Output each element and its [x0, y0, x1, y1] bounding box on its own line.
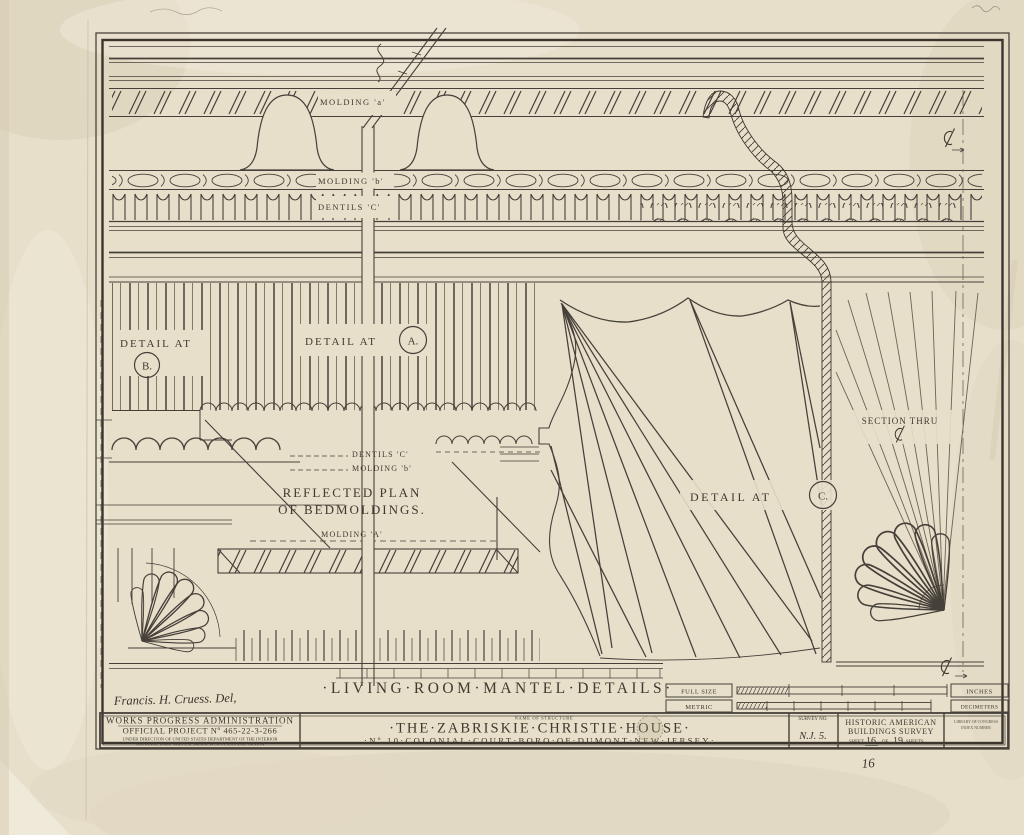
survey-no-label: SURVEY NO. [798, 717, 827, 722]
sheet-word: SHEET [849, 740, 864, 745]
rope-molding-band [112, 90, 982, 116]
fan-scalloped-top [559, 297, 821, 323]
total-sheets: 19 [893, 736, 903, 747]
of-word: OF [882, 740, 888, 745]
label-reflected-plan-1: REFLECTED PLAN [283, 485, 422, 500]
handwritten-page-number: 16 [861, 755, 876, 771]
sheet-border [95, 32, 1010, 750]
structure-address: ·Nº 10·COLONIAL·COURT·BORO·OF·DUMONT·NEW… [364, 736, 716, 746]
column-lines [117, 548, 175, 604]
loc-line1: LIBRARY OF CONGRESS [954, 720, 998, 724]
survey-no-value: N.J. 5. [798, 731, 826, 742]
agency-line2: BUILDINGS SURVEY [848, 727, 934, 736]
detail-b-circle [133, 351, 161, 379]
fan-drapery-edge [538, 302, 601, 657]
fringe-comb [232, 628, 540, 661]
label-molding-a: MOLDING 'a' [320, 97, 386, 107]
metric-label: METRIC [685, 704, 713, 711]
detail-a-circle [398, 325, 428, 355]
detail-c-circle [808, 480, 838, 510]
label-plan-dentils-c: DENTILS 'C' [352, 450, 409, 459]
break-squiggle [376, 43, 385, 83]
name-of-structure-label: NAME OF STRUCTURE [515, 716, 574, 721]
label-section-thru: SECTION THRU [862, 416, 939, 426]
label-plan-molding-b: MOLDING 'b' [352, 464, 412, 473]
label-detail-b-letter: B. [142, 361, 152, 373]
centerline-markings [940, 90, 968, 679]
structure-name: ·THE·ZABRISKIE·CHRISTIE·HOUSE· [389, 721, 691, 737]
loc-box: LIBRARY OF CONGRESS INDEX NUMBER [954, 720, 998, 730]
structure-name-box: NAME OF STRUCTURE ·THE·ZABRISKIE·CHRISTI… [364, 715, 716, 746]
large-scallop-row [111, 437, 281, 451]
survey-number-box: SURVEY NO. N.J. 5. [798, 717, 827, 742]
label-detail-at-c: DETAIL AT [690, 490, 771, 504]
label-detail-a-letter: A. [408, 336, 419, 348]
label-molding-b: MOLDING 'b' [318, 176, 384, 186]
decimeters-label: DECIMETERS [961, 705, 999, 711]
arch-profile-a [399, 94, 495, 171]
label-detail-at-a: DETAIL AT [305, 336, 377, 348]
inches-label: INCHES [966, 689, 992, 696]
label-detail-c-letter: C. [818, 491, 828, 503]
label-detail-at-b: DETAIL AT [120, 338, 192, 350]
leader-dashes [290, 455, 348, 471]
habs-box: HISTORIC AMERICAN BUILDINGS SURVEY SHEET… [845, 718, 936, 747]
wpa-box: WORKS PROGRESS ADMINISTRATION OFFICIAL P… [106, 716, 294, 748]
bottom-rule-band [109, 663, 663, 679]
full-size-label: FULL SIZE [681, 689, 717, 696]
sheets-word: SHEETS [906, 740, 924, 745]
sheet-number: 16 [866, 736, 876, 747]
wpa-line3: UNDER DIRECTION OF UNITED STATES DEPARTM… [123, 737, 279, 742]
molding-arch-profiles [239, 94, 495, 171]
delineator-signature: Francis. H. Cruess. Del, [113, 691, 237, 708]
title-block: WORKS PROGRESS ADMINISTRATION OFFICIAL P… [99, 712, 1009, 749]
section-cut-profile [702, 90, 832, 663]
fan-petals-right [850, 518, 955, 622]
drawing-labels: MOLDING 'a' MOLDING 'b' DENTILS 'C' DETA… [116, 91, 960, 539]
sheet-title: ·LIVING·ROOM·MANTEL·DETAILS· [322, 680, 674, 697]
label-plan-molding-a: MOLDING 'A' [321, 530, 383, 539]
agency-line1: HISTORIC AMERICAN [845, 718, 936, 727]
embossed-stamp [637, 716, 663, 742]
fan-rays [550, 299, 822, 659]
wpa-line2: OFFICIAL PROJECT Nº 465-22-3-266 [123, 726, 278, 736]
bead-reel-band [112, 171, 982, 189]
label-dentils-c: DENTILS 'C' [318, 202, 381, 212]
title-block-dividers [299, 713, 945, 748]
fan-detail-c [500, 297, 822, 661]
wpa-line4: NATIONAL PARK SERVICE, BRANCH OF PLANS A… [136, 742, 266, 748]
small-scallop-row [435, 435, 533, 445]
label-reflected-plan-2: OF BEDMOLDINGS. [278, 502, 426, 517]
dentil-band [112, 191, 982, 222]
scale-bars: FULL SIZE INCHES METRIC DECIMETERS [665, 683, 1009, 713]
fan-ornament-left [128, 562, 236, 653]
loc-line2: INDEX NUMBER [961, 726, 991, 730]
wpa-line1: WORKS PROGRESS ADMINISTRATION [106, 716, 294, 726]
section-cut-line [821, 281, 832, 663]
arch-profile-b [239, 94, 335, 171]
dentil-shadow-bumps [640, 203, 960, 222]
